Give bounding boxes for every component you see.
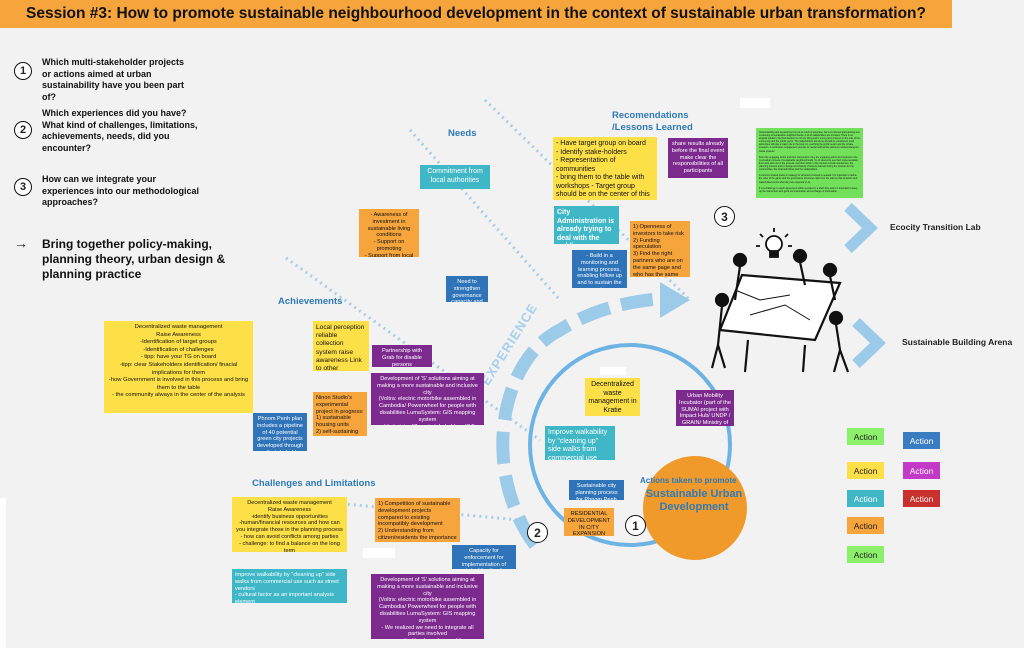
sticky-note: Decentralized waste management in Kratie [585, 378, 640, 416]
lightbulb-icon [756, 228, 792, 258]
bring-together-text: Bring together policy-making, planning t… [42, 237, 226, 281]
blank-box [363, 548, 395, 558]
sticky-note: Improve walkability by "cleaning up" sid… [545, 426, 615, 460]
recommendations-heading: Recomendations /Lessons Learned [612, 110, 693, 133]
sticky-note: - Have target group on board - Identify … [553, 137, 657, 200]
sticky-note: 1) Competition of sustainable developmen… [375, 498, 460, 542]
sticky-note: Need to strengthen governance capacity a… [446, 276, 488, 302]
sticky-note: Urban Mobility Incubator (part of the SU… [676, 390, 734, 426]
question-2-text: Which experiences did you have? What kin… [42, 108, 198, 153]
sticky-note: Phnom Penh plan includes a pipeline of 4… [253, 413, 307, 451]
actions-main-text: Sustainable Urban Development [645, 488, 743, 513]
actions-orange-circle [643, 456, 747, 560]
sticky-note: share results already before the final e… [668, 138, 728, 178]
sticky-note: Capacity for enforcement for implementat… [452, 545, 516, 569]
blank-box [740, 98, 770, 108]
sticky-note: Partnership with Grab for disable person… [372, 345, 432, 367]
sticky-note: Commitment from local authorities [420, 165, 490, 189]
achievements-heading: Achievements [278, 296, 343, 307]
ecocity-transition-lab-label: Ecocity Transition Lab [890, 222, 981, 232]
sticky-note: Local perception reliable collection sys… [313, 321, 369, 371]
people-table-illustration [710, 248, 850, 373]
needs-heading: Needs [448, 128, 477, 139]
sticky-note: Development of 'S' solutions aiming at m… [371, 574, 484, 639]
legend-action-red: Action [903, 490, 940, 507]
question-number-1: 1 [14, 62, 32, 80]
step-number-1: 1 [625, 515, 646, 536]
actions-prefix-text: Actions taken to promote [640, 476, 737, 485]
chevron-ecocity-icon [844, 203, 878, 253]
sticky-note: City Administration is already trying to… [554, 206, 619, 244]
sticky-note: Sustainable city planning process for Ph… [569, 480, 624, 500]
sticky-note: Improve walkability by "cleaning up" sid… [232, 569, 347, 603]
legend-action-blue: Action [903, 432, 940, 449]
question-1-text: Which multi-stakeholder projects or acti… [42, 57, 185, 102]
question-number-2: 2 [14, 121, 32, 139]
sticky-note: Development of 'S' solutions aiming at m… [371, 373, 484, 425]
legend-action-green: Action [847, 428, 884, 445]
sticky-note: - Build in a monitoring and learning pro… [572, 250, 627, 288]
sticky-note: 1) Openness of investors to take risk 2)… [630, 221, 690, 277]
sticky-note: Decentralized waste management Raise Awa… [104, 321, 253, 413]
chevron-building-icon [852, 318, 886, 368]
legend-action-orange: Action [847, 517, 884, 534]
blank-box [600, 367, 626, 375]
sticky-note: RESIDENTIAL DEVELOPMENT IN CITY EXPANSIO… [564, 508, 614, 536]
page-title: Session #3: How to promote sustainable n… [0, 0, 952, 28]
dotted-line-needs [408, 129, 562, 301]
legend-action-green-2: Action [847, 546, 884, 563]
legend-action-teal: Action [847, 490, 884, 507]
legend-action-pink: Action [903, 462, 940, 479]
experience-arrowhead [660, 282, 690, 318]
question-3-text: How can we integrate your experiences in… [42, 174, 200, 207]
sticky-note: - Awareness of investment in sustainable… [359, 209, 419, 257]
arrow-bullet-icon: → [14, 235, 28, 251]
question-number-3: 3 [14, 178, 32, 196]
sticky-note: Decentralized waste management Raise Awa… [232, 497, 347, 552]
experience-arc [496, 291, 671, 549]
step-number-2: 2 [527, 522, 548, 543]
sustainable-building-arena-label: Sustainable Building Arena [902, 337, 1013, 347]
legend-action-yellow: Action [847, 462, 884, 479]
blank-box [0, 498, 6, 648]
actions-circle [528, 343, 732, 547]
sticky-note: Understanding and development is not so … [756, 128, 863, 198]
step-number-3: 3 [714, 206, 735, 227]
challenges-heading: Challenges and Limitations [252, 478, 376, 489]
sticky-note: Ninon Studio's experimental project in p… [313, 392, 367, 436]
